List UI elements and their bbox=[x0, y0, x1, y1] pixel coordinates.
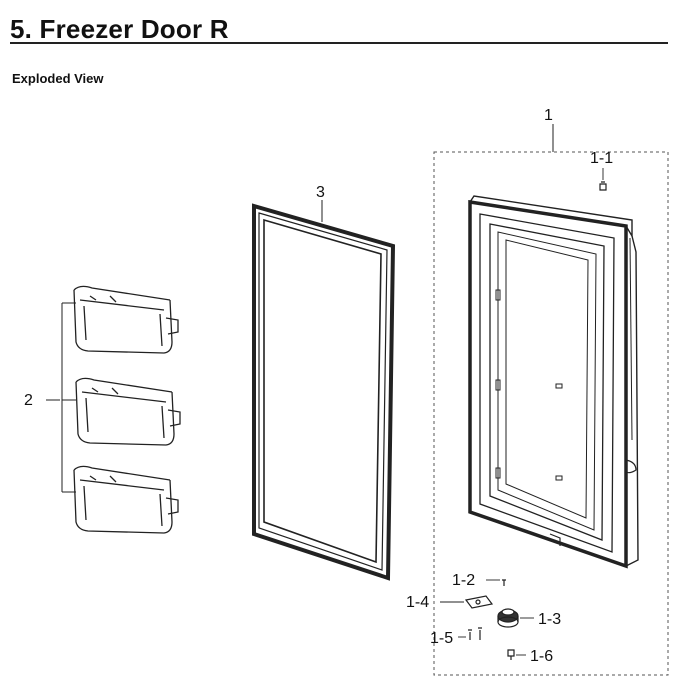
callout-hinge-bracket: 1-4 bbox=[406, 594, 429, 611]
section-subtitle: Exploded View bbox=[12, 71, 104, 86]
cap-part bbox=[599, 181, 607, 191]
callout-door-guard: 2 bbox=[24, 392, 33, 409]
door-guard-middle bbox=[75, 377, 181, 446]
callout-door-assembly: 1 bbox=[544, 107, 553, 124]
door-assembly-boundary bbox=[433, 124, 669, 676]
callout-screw: 1-2 bbox=[452, 572, 475, 589]
callout-bolt: 1-6 bbox=[530, 648, 553, 665]
door-assembly bbox=[468, 195, 639, 569]
small-parts bbox=[458, 168, 607, 660]
bushing-part bbox=[497, 608, 519, 628]
screw-part bbox=[502, 579, 506, 586]
page-title: 5. Freezer Door R bbox=[10, 14, 229, 44]
door-guard-leader bbox=[46, 302, 76, 493]
callout-cap: 1-1 bbox=[590, 150, 613, 167]
door-guard-group bbox=[46, 285, 181, 534]
hinge-bracket-part bbox=[464, 595, 494, 609]
title-underline bbox=[10, 42, 668, 44]
door-guard-bottom bbox=[73, 465, 179, 534]
bolt-part bbox=[507, 649, 515, 660]
door-guard-top bbox=[73, 285, 179, 354]
callout-pin: 1-5 bbox=[430, 630, 453, 647]
pin-part bbox=[468, 627, 482, 640]
callout-bushing: 1-3 bbox=[538, 611, 561, 628]
gasket bbox=[252, 200, 396, 581]
callout-gasket: 3 bbox=[316, 184, 325, 201]
